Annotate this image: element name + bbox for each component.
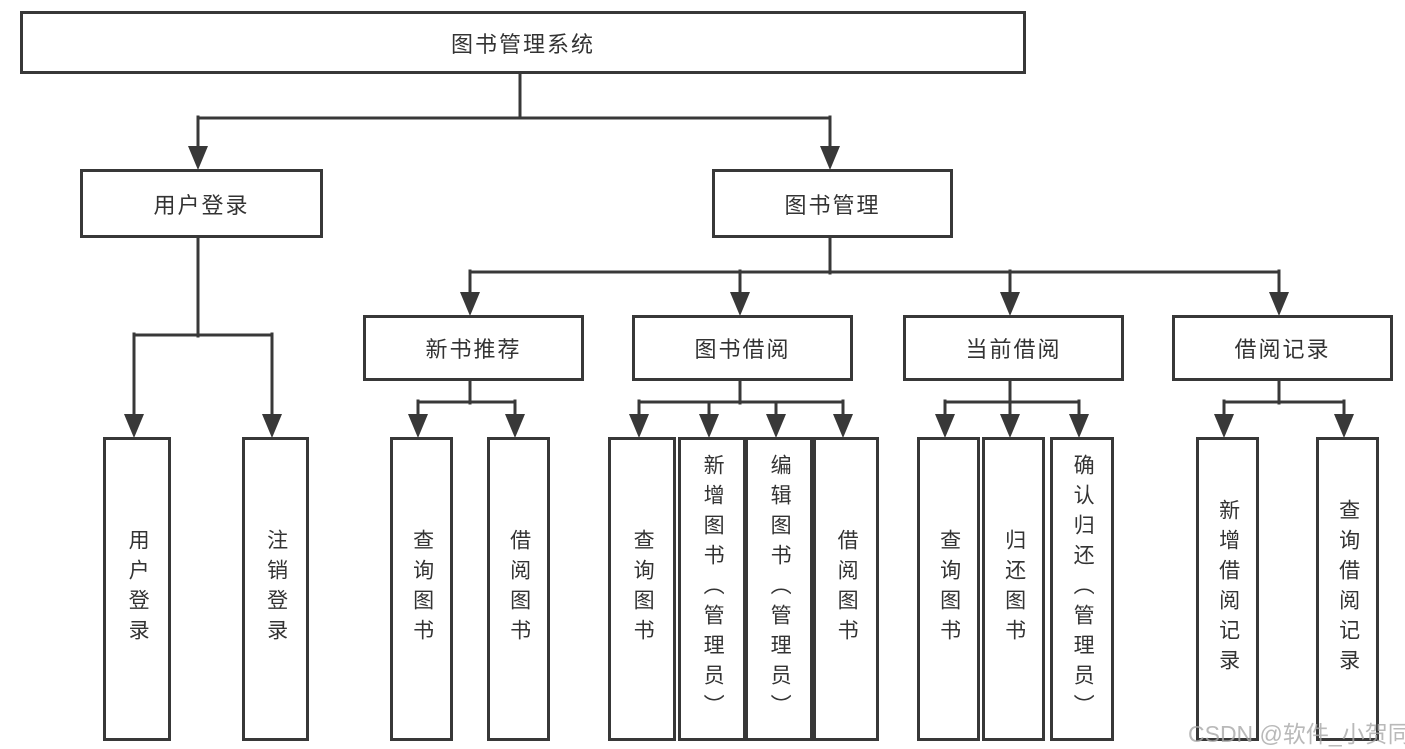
leaf-borrow-books-borrowing-label: 借阅图书	[835, 529, 859, 649]
leaf-query-books-recommend: 查询图书	[390, 437, 453, 741]
leaf-add-borrow-record-label: 新增借阅记录	[1216, 499, 1240, 679]
arrow-down-icon	[124, 414, 144, 438]
node-book-management: 图书管理	[712, 169, 953, 238]
connector-book-borrowing	[637, 373, 845, 420]
connector-new-book-recommend	[416, 373, 517, 420]
leaf-add-books-admin: 新增图书（管理员）	[678, 437, 746, 741]
leaf-user-login: 用户登录	[103, 437, 171, 741]
arrow-down-icon	[460, 292, 480, 316]
arrow-down-icon	[1000, 414, 1020, 438]
leaf-return-books: 归还图书	[982, 437, 1045, 741]
arrowheads	[124, 146, 1354, 438]
connector-current-borrowing	[943, 373, 1081, 420]
arrow-down-icon	[1214, 414, 1234, 438]
node-new-book-recommend-label: 新书推荐	[425, 337, 522, 362]
leaf-query-borrow-record: 查询借阅记录	[1316, 437, 1379, 741]
arrow-down-icon	[629, 414, 649, 438]
node-book-borrowing-label: 图书借阅	[694, 337, 791, 362]
leaf-edit-books-admin: 编辑图书（管理员）	[745, 437, 813, 741]
node-user-login-label: 用户登录	[153, 192, 250, 218]
connector-user-login	[132, 230, 274, 420]
leaf-borrow-books-borrowing: 借阅图书	[813, 437, 879, 741]
arrow-down-icon	[262, 414, 282, 438]
leaf-query-books-current-label: 查询图书	[937, 529, 961, 649]
arrow-down-icon	[1069, 414, 1089, 438]
leaf-edit-books-admin-label: 编辑图书（管理员）	[768, 454, 792, 724]
leaf-add-borrow-record: 新增借阅记录	[1196, 437, 1259, 741]
leaf-logout: 注销登录	[242, 437, 309, 741]
leaf-query-books-current: 查询图书	[917, 437, 980, 741]
arrow-down-icon	[766, 414, 786, 438]
leaf-confirm-return-admin: 确认归还（管理员）	[1050, 437, 1114, 741]
arrow-down-icon	[833, 414, 853, 438]
node-borrowing-records-label: 借阅记录	[1234, 337, 1331, 362]
leaf-query-books-borrowing-label: 查询图书	[631, 529, 655, 649]
node-book-borrowing: 图书借阅	[632, 315, 853, 381]
node-new-book-recommend: 新书推荐	[363, 315, 584, 381]
arrow-down-icon	[408, 414, 428, 438]
leaf-query-books-recommend-label: 查询图书	[410, 529, 434, 649]
arrow-down-icon	[699, 414, 719, 438]
node-book-management-label: 图书管理	[784, 192, 881, 218]
leaf-query-borrow-record-label: 查询借阅记录	[1336, 499, 1360, 679]
leaf-logout-label: 注销登录	[264, 529, 288, 649]
arrow-down-icon	[505, 414, 525, 438]
arrow-down-icon	[730, 292, 750, 316]
leaf-borrow-books-recommend-label: 借阅图书	[507, 529, 531, 649]
connector-book-management	[468, 230, 1281, 298]
leaf-return-books-label: 归还图书	[1002, 529, 1026, 649]
arrow-down-icon	[820, 146, 840, 170]
node-root: 图书管理系统	[20, 11, 1026, 74]
leaf-query-books-borrowing: 查询图书	[608, 437, 676, 741]
node-root-label: 图书管理系统	[450, 31, 595, 57]
arrow-down-icon	[188, 146, 208, 170]
node-borrowing-records: 借阅记录	[1172, 315, 1393, 381]
connector-borrowing-records	[1222, 373, 1346, 420]
leaf-borrow-books-recommend: 借阅图书	[487, 437, 550, 741]
leaf-user-login-label: 用户登录	[126, 529, 150, 649]
watermark: CSDN @软件_小贺同学	[1188, 721, 1405, 747]
node-current-borrowing-label: 当前借阅	[965, 337, 1062, 362]
arrow-down-icon	[1269, 292, 1289, 316]
arrow-down-icon	[935, 414, 955, 438]
node-user-login: 用户登录	[80, 169, 323, 238]
leaf-add-books-admin-label: 新增图书（管理员）	[701, 454, 725, 724]
leaf-confirm-return-admin-label: 确认归还（管理员）	[1071, 454, 1095, 724]
node-current-borrowing: 当前借阅	[903, 315, 1124, 381]
arrow-down-icon	[1000, 292, 1020, 316]
connector-root	[196, 66, 832, 152]
arrow-down-icon	[1334, 414, 1354, 438]
